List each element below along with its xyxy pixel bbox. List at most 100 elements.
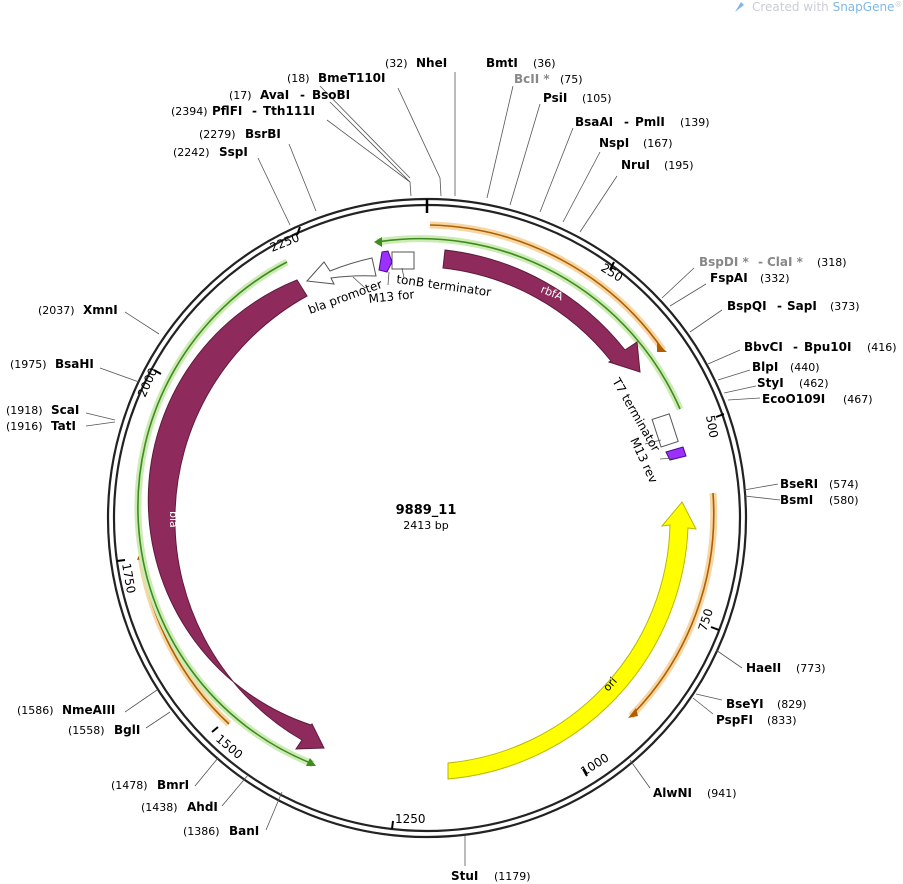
enzyme-labels-bottom: StuI (1179)	[451, 869, 531, 883]
enzyme-PspFI[interactable]: PspFI	[716, 713, 753, 727]
enzyme-position: (440)	[790, 361, 820, 374]
enzyme-BanI[interactable]: BanI	[229, 824, 259, 838]
enzyme-BlpI[interactable]: BlpI	[752, 360, 778, 374]
backbone-outer	[106, 197, 748, 839]
arc-arrow-icon	[657, 343, 667, 352]
backbone-inner	[112, 203, 742, 833]
enzyme-position: (1916)	[6, 420, 43, 433]
enzyme-SapI[interactable]: SapI	[787, 299, 817, 313]
snapgene-watermark: Created with SnapGene®	[735, 0, 902, 14]
enzyme-position: (1586)	[17, 704, 54, 717]
enzyme-NspI[interactable]: NspI	[599, 136, 629, 150]
enzyme-BmrI[interactable]: BmrI	[157, 778, 189, 792]
enzyme-BseRI[interactable]: BseRI	[780, 477, 818, 491]
tick-label: 500	[703, 414, 721, 439]
enzyme-BbvCI[interactable]: BbvCI	[744, 340, 783, 354]
svg-text:Created with SnapGene®: Created with SnapGene®	[752, 0, 902, 14]
enzyme-HaeII[interactable]: HaeII	[746, 661, 781, 675]
enzyme-BseYI[interactable]: BseYI	[726, 697, 764, 711]
enzyme-position: (1386)	[183, 825, 220, 838]
tick-label: 1750	[119, 562, 138, 595]
enzyme-BsaAI[interactable]: BsaAI	[575, 115, 613, 129]
enzyme-position: (75)	[560, 73, 583, 86]
enzyme-EcoO109I[interactable]: EcoO109I	[762, 392, 825, 406]
snapgene-logo-icon	[735, 2, 744, 12]
enzyme-leader-lines	[85, 72, 781, 866]
enzyme-BmeT110I[interactable]: BmeT110I	[318, 71, 386, 85]
enzyme-NheI[interactable]: NheI	[416, 56, 447, 70]
feature-bla[interactable]	[147, 279, 325, 750]
enzyme-position: (36)	[533, 57, 556, 70]
enzyme-position: (1918)	[6, 404, 43, 417]
enzyme-BclI[interactable]: BcII *	[514, 72, 550, 86]
enzyme-position: (1558)	[68, 724, 105, 737]
arc-arrow-icon	[306, 758, 316, 766]
tick-label: 1250	[395, 812, 426, 826]
enzyme-separator: -	[758, 255, 763, 269]
tick-label: 2250	[268, 230, 302, 254]
enzyme-position: (829)	[777, 698, 807, 711]
enzyme-AlwNI[interactable]: AlwNI	[653, 786, 692, 800]
primer-M13-rev[interactable]	[665, 446, 687, 461]
enzyme-BsaHI[interactable]: BsaHI	[55, 357, 94, 371]
enzyme-ClaI[interactable]: ClaI *	[767, 255, 804, 269]
tick-label: 750	[696, 607, 716, 633]
enzyme-position: (167)	[643, 137, 673, 150]
label-M13-for: M13 for	[368, 287, 415, 306]
enzyme-position: (416)	[867, 341, 897, 354]
green-arc-glow	[376, 235, 684, 411]
enzyme-separator: -	[300, 88, 305, 102]
enzyme-labels-right: BspDI * - ClaI * (318) FspAI (332) BspQI…	[653, 255, 897, 800]
feature-bla-promoter[interactable]	[305, 257, 377, 285]
enzyme-separator: -	[793, 340, 798, 354]
enzyme-BspDI[interactable]: BspDI *	[699, 255, 749, 269]
enzyme-NruI[interactable]: NruI	[621, 158, 650, 172]
enzyme-AvaI[interactable]: AvaI	[260, 88, 289, 102]
enzyme-BsoBI[interactable]: BsoBI	[312, 88, 350, 102]
feature-T7-terminator[interactable]	[651, 413, 679, 448]
enzyme-position: (773)	[796, 662, 826, 675]
feature-tonB-terminator[interactable]	[391, 251, 415, 270]
enzyme-position: (373)	[830, 300, 860, 313]
enzyme-position: (1975)	[10, 358, 47, 371]
enzyme-BsrBI[interactable]: BsrBI	[245, 127, 281, 141]
enzyme-BsmI[interactable]: BsmI	[780, 493, 813, 507]
enzyme-AhdI[interactable]: AhdI	[187, 800, 218, 814]
enzyme-position: (833)	[767, 714, 797, 727]
feature-arc-top-green	[376, 237, 681, 410]
feature-ori[interactable]	[447, 501, 697, 780]
enzyme-Bpu10I[interactable]: Bpu10I	[804, 340, 851, 354]
feature-arc-left-green	[137, 261, 314, 765]
enzyme-PflFI[interactable]: PflFI	[212, 104, 242, 118]
enzyme-position: (1478)	[111, 779, 148, 792]
feature-arc-right	[630, 492, 715, 717]
watermark-suffix: ®	[894, 0, 902, 9]
primer-M13-for[interactable]	[378, 250, 393, 273]
arc-arrow-icon	[628, 708, 638, 718]
enzyme-separator: -	[777, 299, 782, 313]
enzyme-position: (18)	[287, 72, 310, 85]
enzyme-SspI[interactable]: SspI	[219, 145, 248, 159]
enzyme-BglI[interactable]: BglI	[114, 723, 140, 737]
enzyme-NmeAIII[interactable]: NmeAIII	[62, 703, 115, 717]
enzyme-labels-top: (32) NheI BmtI (36) BcII * (75) (18) Bme…	[171, 56, 710, 172]
tick-label: 1500	[213, 732, 245, 762]
enzyme-PsiI[interactable]: PsiI	[543, 91, 567, 105]
feature-callouts	[352, 267, 674, 460]
enzyme-FspAI[interactable]: FspAI	[710, 271, 748, 285]
feature-arc-top-right	[429, 224, 664, 351]
enzyme-position: (1438)	[141, 801, 178, 814]
feature-rbfA[interactable]	[442, 249, 641, 373]
enzyme-position: (462)	[799, 377, 829, 390]
enzyme-XmnI[interactable]: XmnI	[83, 303, 118, 317]
enzyme-position: (467)	[843, 393, 873, 406]
enzyme-TatI[interactable]: TatI	[51, 419, 76, 433]
tick-marks	[116, 226, 725, 830]
enzyme-PmlI[interactable]: PmlI	[635, 115, 665, 129]
enzyme-Tth111I[interactable]: Tth111I	[263, 104, 315, 118]
enzyme-StuI[interactable]: StuI	[451, 869, 478, 883]
enzyme-BspQI[interactable]: BspQI	[727, 299, 767, 313]
enzyme-ScaI[interactable]: ScaI	[51, 403, 79, 417]
enzyme-BmtI[interactable]: BmtI	[486, 56, 518, 70]
enzyme-StyI[interactable]: StyI	[757, 376, 784, 390]
